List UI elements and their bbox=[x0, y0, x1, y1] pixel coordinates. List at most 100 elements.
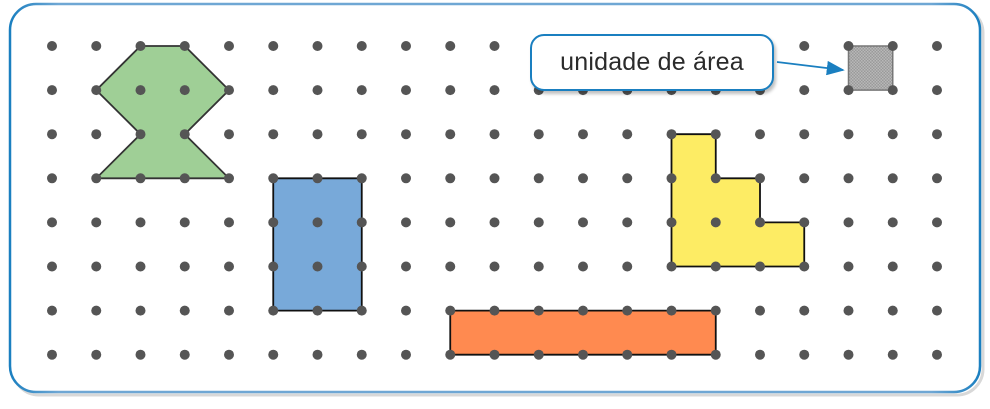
grid-dot bbox=[91, 129, 102, 140]
grid-dot bbox=[224, 349, 234, 360]
grid-dot bbox=[843, 261, 854, 272]
grid-dot bbox=[356, 349, 367, 360]
grid-dot bbox=[401, 349, 411, 360]
grid-dot bbox=[179, 305, 190, 316]
grid-dot bbox=[799, 305, 810, 316]
grid-dot bbox=[932, 41, 942, 51]
grid-dot bbox=[622, 261, 633, 272]
grid-dot bbox=[887, 85, 898, 96]
grid-dot bbox=[755, 129, 765, 140]
grid-dot bbox=[224, 41, 234, 51]
grid-dot bbox=[799, 85, 810, 96]
grid-dot bbox=[47, 261, 57, 272]
grid-frame bbox=[8, 2, 982, 394]
grid-dot bbox=[356, 129, 367, 140]
grid-dot bbox=[135, 129, 146, 140]
grid-dot bbox=[489, 305, 500, 316]
grid-dot bbox=[224, 305, 234, 316]
grid-dot bbox=[401, 129, 411, 140]
grid-dot bbox=[268, 349, 279, 360]
grid-dot bbox=[799, 129, 810, 140]
grid-dot bbox=[932, 261, 942, 272]
unit-square-layer bbox=[847, 45, 894, 91]
grid-dot bbox=[401, 85, 411, 96]
grid-dot bbox=[843, 305, 854, 316]
grid-dot bbox=[268, 261, 279, 272]
grid-dot bbox=[755, 173, 765, 184]
grid-dot bbox=[887, 173, 898, 184]
grid-dot bbox=[622, 305, 633, 316]
grid-dot bbox=[47, 85, 57, 96]
grid-dot bbox=[312, 349, 323, 360]
grid-dot bbox=[622, 217, 633, 228]
grid-dot bbox=[799, 41, 810, 51]
grid-dot bbox=[47, 41, 57, 51]
grid-dot bbox=[622, 129, 633, 140]
grid-dot bbox=[179, 41, 190, 51]
grid-dot bbox=[887, 305, 898, 316]
grid-dot bbox=[578, 173, 588, 184]
grid-dot bbox=[578, 261, 588, 272]
grid-dot bbox=[268, 217, 279, 228]
grid-dot bbox=[356, 217, 367, 228]
grid-dot bbox=[533, 261, 544, 272]
grid-dot bbox=[533, 217, 544, 228]
grid-dot bbox=[356, 261, 367, 272]
grid-dot bbox=[135, 173, 146, 184]
grid-dot bbox=[91, 305, 102, 316]
grid-dot bbox=[489, 173, 500, 184]
grid-dot bbox=[887, 217, 898, 228]
grid-dot bbox=[799, 217, 810, 228]
grid-dot bbox=[268, 41, 279, 51]
grid-dot bbox=[932, 129, 942, 140]
grid-dot bbox=[224, 261, 234, 272]
grid-dot bbox=[710, 217, 721, 228]
grid-dot bbox=[312, 85, 323, 96]
grid-dot bbox=[445, 305, 456, 316]
grid-dot bbox=[91, 349, 102, 360]
dots-layer bbox=[47, 41, 942, 360]
grid-dot bbox=[489, 85, 500, 96]
grid-dot bbox=[224, 173, 234, 184]
grid-dot bbox=[47, 217, 57, 228]
grid-dot bbox=[755, 349, 765, 360]
grid-dot bbox=[445, 129, 456, 140]
grid-dot bbox=[710, 173, 721, 184]
callout-label: unidade de área bbox=[560, 48, 744, 76]
grid-dot bbox=[268, 129, 279, 140]
grid-dot bbox=[489, 261, 500, 272]
grid-dot bbox=[578, 349, 588, 360]
grid-dot bbox=[666, 349, 677, 360]
grid-dot bbox=[887, 261, 898, 272]
grid-dot bbox=[932, 349, 942, 360]
grid-dot bbox=[710, 129, 721, 140]
grid-dot bbox=[179, 173, 190, 184]
grid-dot bbox=[799, 261, 810, 272]
grid-dot bbox=[932, 85, 942, 96]
grid-dot bbox=[47, 349, 57, 360]
grid-dot bbox=[312, 217, 323, 228]
grid-dot bbox=[666, 305, 677, 316]
grid-dot bbox=[445, 85, 456, 96]
grid-dot bbox=[401, 305, 411, 316]
grid-dot bbox=[179, 217, 190, 228]
grid-dot bbox=[47, 173, 57, 184]
grid-dot bbox=[755, 217, 765, 228]
grid-dot bbox=[843, 129, 854, 140]
unit-area-square bbox=[847, 45, 894, 91]
grid-dot bbox=[268, 173, 279, 184]
grid-dot bbox=[268, 305, 279, 316]
grid-dot bbox=[710, 261, 721, 272]
grid-dot bbox=[135, 261, 146, 272]
grid-dot bbox=[533, 129, 544, 140]
grid-dot bbox=[91, 261, 102, 272]
grid-dot bbox=[887, 41, 898, 51]
grid-dot bbox=[578, 129, 588, 140]
grid-dot bbox=[710, 305, 721, 316]
grid-dot bbox=[401, 173, 411, 184]
grid-dot bbox=[401, 41, 411, 51]
grid-dot bbox=[91, 41, 102, 51]
grid-dot bbox=[179, 261, 190, 272]
grid-dot bbox=[843, 217, 854, 228]
callout-arrow bbox=[776, 60, 845, 76]
